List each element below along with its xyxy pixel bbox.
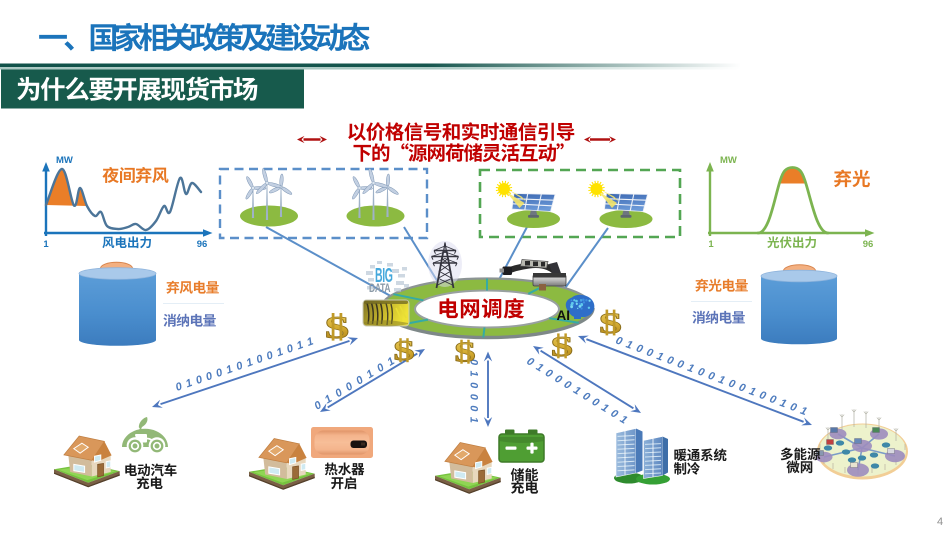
svg-text:S: S	[393, 335, 416, 366]
svg-text:AI: AI	[557, 308, 571, 323]
svg-text:1: 1	[708, 239, 714, 250]
svg-text:BIG: BIG	[375, 264, 393, 287]
svg-text:0 1 0 0 0 1 0 1: 0 1 0 0 0 1 0 1	[312, 354, 398, 412]
svg-text:0 1 0 0 0 1 0 0 1 0 1: 0 1 0 0 0 1 0 0 1 0 1	[524, 355, 630, 427]
svg-text:4: 4	[937, 516, 943, 528]
svg-text:0 1 0 0 0 1: 0 1 0 0 0 1	[468, 359, 480, 424]
svg-text:MW: MW	[56, 155, 73, 166]
svg-text:96: 96	[863, 239, 874, 250]
svg-text:96: 96	[197, 239, 208, 250]
svg-text:0 1 0 0 1 0 0 1 0 0 1 0 0 1 0: 0 1 0 0 1 0 0 1 0 0 1 0 0 1 0 0 1 0 1	[614, 335, 809, 419]
svg-text:S: S	[598, 307, 622, 340]
svg-text:0 1 0 0 0 1 0 1 0 0 1 0 1 1: 0 1 0 0 0 1 0 1 0 0 1 0 1 1	[174, 335, 316, 394]
svg-text:S: S	[550, 330, 573, 362]
svg-text:S: S	[324, 309, 350, 345]
svg-text:1: 1	[43, 239, 49, 250]
svg-text:S: S	[454, 337, 477, 368]
svg-text:DATA: DATA	[369, 283, 391, 296]
svg-text:MW: MW	[720, 155, 737, 166]
